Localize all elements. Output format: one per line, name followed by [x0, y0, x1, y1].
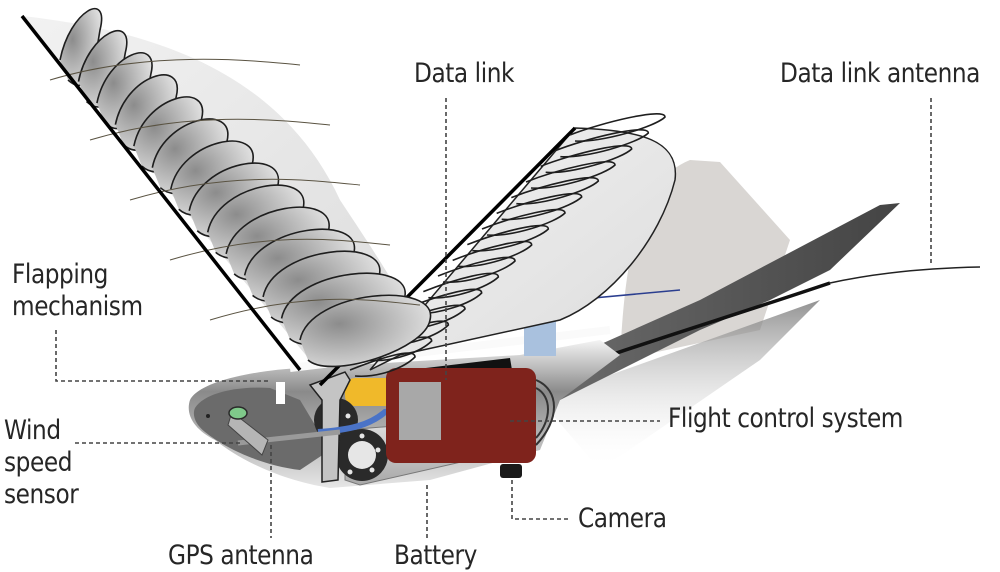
feather: [423, 272, 500, 299]
label-wind-speed-sensor: Wind speed sensor: [4, 415, 79, 511]
leader-camera: [511, 480, 570, 520]
leader-lines: [55, 98, 932, 538]
wing-rib: [209, 298, 421, 321]
wing-rib: [89, 118, 331, 141]
flight-control-panel: [399, 382, 441, 440]
label-data-link: Data link: [414, 58, 515, 89]
feather: [437, 256, 516, 283]
leader-flapping-mechanism: [55, 330, 270, 382]
label-wind-line1: Wind: [4, 415, 61, 446]
left-wing-feathers: [49, 8, 432, 368]
feather: [555, 129, 650, 158]
feather: [349, 352, 416, 378]
label-camera: Camera: [578, 503, 667, 534]
feather: [299, 294, 432, 368]
eye: [206, 414, 210, 418]
label-gps-antenna: GPS antenna: [168, 540, 314, 571]
feather: [569, 113, 666, 142]
feather: [496, 192, 583, 221]
label-flapping-line2: mechanism: [12, 291, 143, 322]
feather: [408, 288, 483, 315]
feather: [467, 224, 550, 252]
body-underside-shadow: [540, 300, 820, 470]
left-wing-leading-edge: [20, 14, 302, 372]
horizontal-tail: [520, 203, 900, 400]
gps-antenna-body: [227, 411, 269, 456]
feather: [452, 240, 533, 268]
label-data-link-antenna: Data link antenna: [780, 58, 980, 89]
feather: [511, 176, 600, 205]
label-flapping-mechanism: Flapping mechanism: [12, 259, 143, 323]
label-wind-line3: sensor: [4, 479, 79, 510]
gps-antenna-cap: [228, 406, 248, 420]
bird-drone-diagram: [20, 8, 981, 538]
head-marker: [276, 382, 285, 404]
camera-body: [500, 464, 522, 478]
wing-rib: [49, 58, 301, 81]
label-flight-control-system: Flight control system: [668, 403, 903, 434]
label-battery: Battery: [394, 540, 477, 571]
feather: [481, 208, 566, 236]
control-wires: [535, 379, 555, 446]
data-link-antenna-wire-tip: [829, 266, 981, 284]
feather: [525, 161, 616, 189]
wing-rib: [129, 178, 361, 201]
label-wind-line2: speed: [4, 447, 73, 478]
flapping-linkage: [308, 371, 351, 483]
label-flapping-line1: Flapping: [12, 259, 108, 290]
feather: [540, 145, 633, 174]
head-dark: [193, 387, 330, 470]
